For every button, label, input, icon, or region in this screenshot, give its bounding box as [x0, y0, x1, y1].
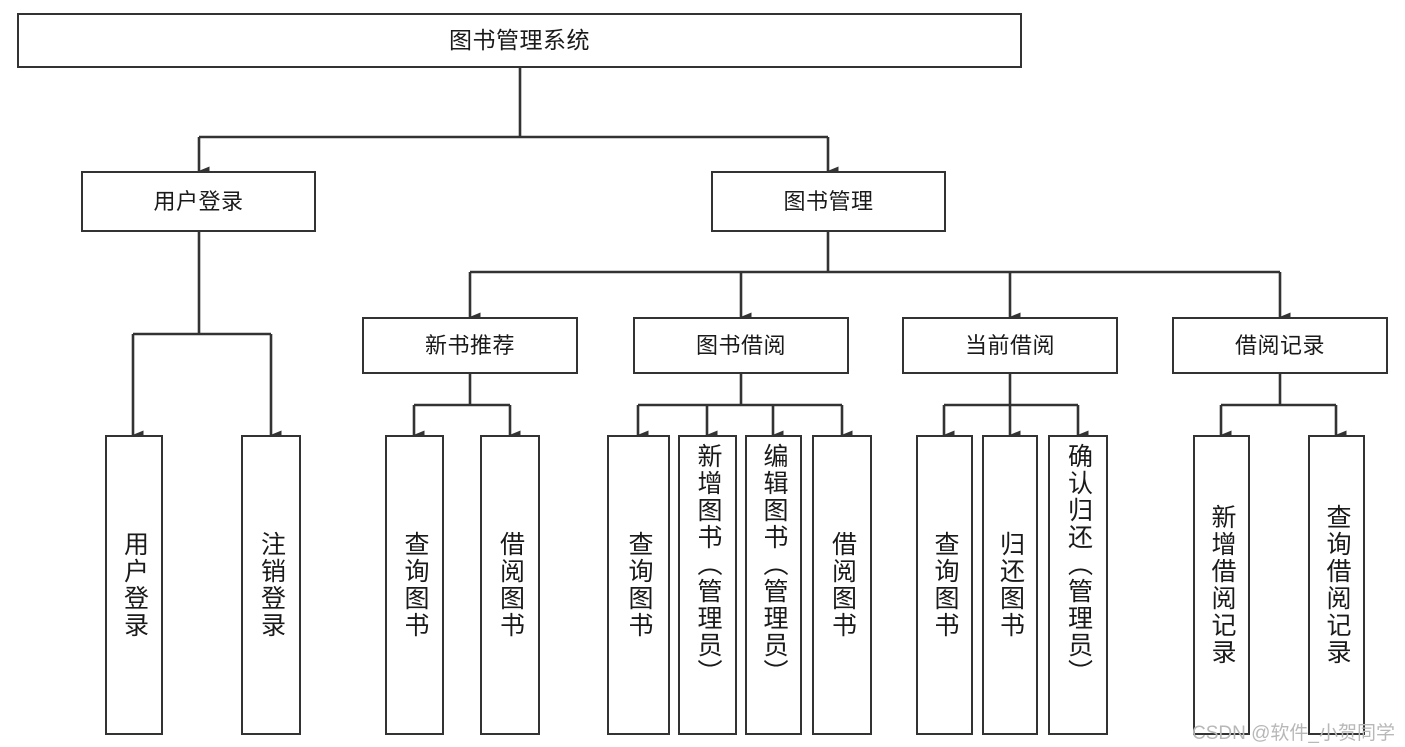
- node-root-label: 图书管理系统: [449, 27, 590, 54]
- node-leaf-borrow-book-2-label: 借阅图书: [828, 531, 857, 639]
- node-leaf-edit-book[interactable]: 编辑图书（管理员）: [745, 435, 802, 735]
- node-leaf-query-book-2[interactable]: 查询图书: [607, 435, 670, 735]
- node-leaf-add-book-label: 新增图书（管理员）: [694, 443, 722, 686]
- node-leaf-query-book-3-label: 查询图书: [931, 531, 959, 639]
- node-new-book-recommend[interactable]: 新书推荐: [362, 317, 578, 374]
- node-leaf-user-login[interactable]: 用户登录: [105, 435, 163, 735]
- node-leaf-query-record-label: 查询借阅记录: [1323, 504, 1351, 666]
- node-leaf-add-record[interactable]: 新增借阅记录: [1193, 435, 1250, 735]
- node-leaf-add-book[interactable]: 新增图书（管理员）: [678, 435, 737, 735]
- node-new-book-recommend-label: 新书推荐: [424, 332, 515, 358]
- node-leaf-borrow-book-1-label: 借阅图书: [496, 531, 525, 639]
- node-leaf-query-book-2-label: 查询图书: [625, 531, 653, 639]
- node-leaf-query-record[interactable]: 查询借阅记录: [1308, 435, 1365, 735]
- node-leaf-confirm-return-label: 确认归还（管理员）: [1064, 443, 1093, 686]
- node-leaf-query-book-3[interactable]: 查询图书: [916, 435, 973, 735]
- node-leaf-query-book-1[interactable]: 查询图书: [385, 435, 444, 735]
- node-leaf-confirm-return[interactable]: 确认归还（管理员）: [1048, 435, 1108, 735]
- node-leaf-edit-book-label: 编辑图书（管理员）: [760, 443, 788, 686]
- node-current-borrow[interactable]: 当前借阅: [902, 317, 1118, 374]
- node-root[interactable]: 图书管理系统: [17, 13, 1022, 68]
- node-borrow-record-label: 借阅记录: [1234, 332, 1325, 358]
- node-borrow-record[interactable]: 借阅记录: [1172, 317, 1388, 374]
- node-current-borrow-label: 当前借阅: [964, 332, 1055, 358]
- node-leaf-return-book[interactable]: 归还图书: [982, 435, 1038, 735]
- node-book-manage-label: 图书管理: [783, 188, 874, 214]
- node-book-manage[interactable]: 图书管理: [711, 171, 946, 232]
- node-leaf-return-book-label: 归还图书: [996, 531, 1025, 639]
- node-leaf-add-record-label: 新增借阅记录: [1208, 504, 1236, 666]
- node-book-borrow-label: 图书借阅: [695, 332, 786, 358]
- node-user-login-label: 用户登录: [153, 188, 244, 214]
- node-leaf-borrow-book-2[interactable]: 借阅图书: [812, 435, 872, 735]
- node-user-login[interactable]: 用户登录: [81, 171, 316, 232]
- node-leaf-query-book-1-label: 查询图书: [401, 531, 429, 639]
- node-leaf-user-login-label: 用户登录: [120, 531, 149, 639]
- node-leaf-logout[interactable]: 注销登录: [241, 435, 301, 735]
- node-book-borrow[interactable]: 图书借阅: [633, 317, 849, 374]
- node-leaf-logout-label: 注销登录: [257, 531, 286, 639]
- node-leaf-borrow-book-1[interactable]: 借阅图书: [480, 435, 540, 735]
